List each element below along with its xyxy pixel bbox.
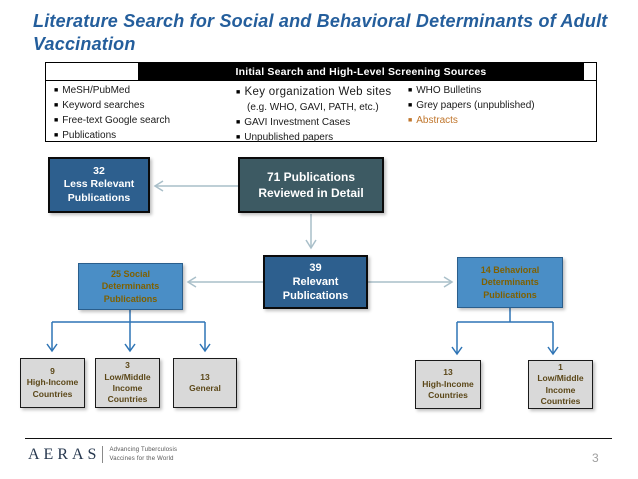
slide-title: Literature Search for Social and Behavio… xyxy=(33,11,608,55)
sources-body: ■MeSH/PubMed ■Keyword searches ■Free-tex… xyxy=(46,81,596,145)
bullet-icon: ■ xyxy=(54,132,59,139)
source-item: ■GAVI Investment Cases xyxy=(236,117,351,129)
sources-column-1: ■MeSH/PubMed ■Keyword searches ■Free-tex… xyxy=(54,85,229,145)
source-item: ■Key organization Web sites xyxy=(236,86,392,98)
source-item: ■MeSH/PubMed xyxy=(54,85,131,96)
source-item: ■WHO Bulletins xyxy=(408,85,482,96)
logo-divider xyxy=(102,446,104,463)
sources-panel: Initial Search and High-Level Screening … xyxy=(45,62,597,145)
box-publications-reviewed: 71 Publications Reviewed in Detail xyxy=(238,157,384,213)
box-social-general: 13 General xyxy=(173,358,237,408)
logo-tagline: Advancing Tuberculosis Vaccines for the … xyxy=(109,447,178,462)
page-number: 3 xyxy=(592,451,599,465)
box-social-determinants: 25 Social Determinants Publications xyxy=(78,263,183,310)
source-item: ■Unpublished papers xyxy=(236,132,334,144)
bullet-icon: ■ xyxy=(236,119,241,127)
bullet-icon: ■ xyxy=(408,117,413,124)
sources-header-row: Initial Search and High-Level Screening … xyxy=(46,63,596,81)
box-relevant-publications: 39 Relevant Publications xyxy=(263,255,368,309)
bullet-icon: ■ xyxy=(408,102,413,109)
bullet-icon: ■ xyxy=(54,87,59,94)
source-item: ■Free-text Google search xyxy=(54,115,171,126)
source-item: ■Publications xyxy=(54,130,117,141)
source-item-subtext: (e.g. WHO, GAVI, PATH, etc.) xyxy=(247,101,379,113)
aeras-logo: AERAS Advancing Tuberculosis Vaccines fo… xyxy=(28,446,177,463)
box-social-low-middle-income: 3 Low/Middle Income Countries xyxy=(95,358,160,408)
aeras-logo-text: AERAS xyxy=(28,445,101,463)
source-item: ■Keyword searches xyxy=(54,100,145,111)
box-behavioral-high-income: 13 High-Income Countries xyxy=(415,360,481,409)
sources-header-title: Initial Search and High-Level Screening … xyxy=(235,65,487,78)
footer-divider xyxy=(25,438,612,439)
source-item: ■Grey papers (unpublished) xyxy=(408,100,535,111)
sources-column-3: ■WHO Bulletins ■Grey papers (unpublished… xyxy=(408,85,593,130)
bullet-icon: ■ xyxy=(236,89,241,96)
bullet-icon: ■ xyxy=(236,134,241,142)
box-behavioral-low-middle-income: 1 Low/Middle Income Countries xyxy=(528,360,593,409)
source-item-abstracts: ■Abstracts xyxy=(408,115,458,126)
bullet-icon: ■ xyxy=(54,117,59,124)
box-social-high-income: 9 High-Income Countries xyxy=(20,358,85,408)
box-less-relevant-publications: 32 Less Relevant Publications xyxy=(48,157,150,213)
sources-column-2: ■Key organization Web sites (e.g. WHO, G… xyxy=(236,85,408,147)
bullet-icon: ■ xyxy=(408,87,413,94)
box-behavioral-determinants: 14 Behavioral Determinants Publications xyxy=(457,257,563,308)
sources-header-bar: Initial Search and High-Level Screening … xyxy=(138,63,584,80)
bullet-icon: ■ xyxy=(54,102,59,109)
